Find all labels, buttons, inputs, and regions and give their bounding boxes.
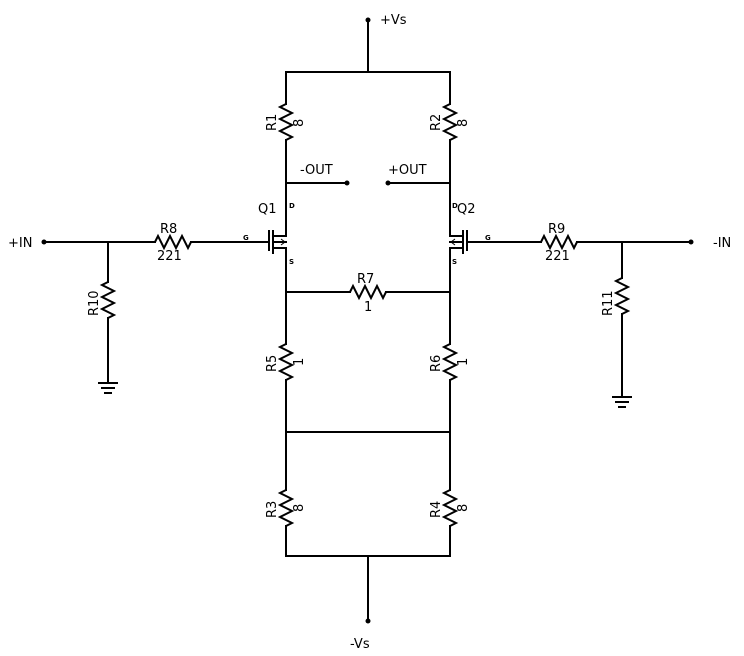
- r7-value: 1: [364, 300, 372, 315]
- out-positive-terminal[interactable]: [385, 180, 391, 186]
- r4-zigzag: [441, 489, 459, 527]
- vs-positive-label: +Vs: [380, 13, 407, 28]
- resistor-r4[interactable]: R4 8: [429, 431, 471, 557]
- r3-zigzag: [277, 489, 295, 527]
- in-negative-label: -IN: [713, 236, 731, 251]
- q1-pin-s: S: [289, 258, 294, 266]
- q1-pin-d: D: [289, 202, 295, 210]
- resistor-r8[interactable]: R8 221: [154, 222, 270, 264]
- q2-pin-s: S: [452, 258, 457, 266]
- resistor-r6[interactable]: R6 1: [429, 291, 471, 433]
- r6-zigzag: [441, 343, 459, 381]
- r9-zigzag: [540, 233, 578, 251]
- r2-name: R2: [429, 114, 444, 131]
- out-positive-label: +OUT: [388, 163, 427, 178]
- ground-left: [98, 382, 118, 394]
- q2-arrow: [450, 238, 456, 246]
- r9-value: 221: [545, 249, 570, 264]
- r8-value: 221: [157, 249, 182, 264]
- out-negative-terminal[interactable]: [344, 180, 350, 186]
- negative-supply: -Vs: [350, 555, 371, 652]
- r9-name: R9: [548, 222, 565, 237]
- r2-value: 8: [456, 119, 471, 127]
- q1-pin-g: G: [243, 234, 249, 242]
- resistor-r11[interactable]: R11: [601, 241, 631, 397]
- in-negative-terminal[interactable]: [688, 239, 694, 245]
- r6-value: 1: [456, 358, 471, 366]
- q2-name: Q2: [457, 202, 476, 217]
- r10-name: R10: [87, 290, 102, 316]
- q1-arrow: [280, 238, 286, 246]
- r3-value: 8: [292, 504, 307, 512]
- r8-name: R8: [160, 222, 177, 237]
- r1-name: R1: [265, 114, 280, 131]
- resistor-r7[interactable]: R7 1: [285, 272, 451, 315]
- r4-value: 8: [456, 504, 471, 512]
- output-negative: -OUT: [285, 163, 350, 186]
- output-positive: +OUT: [385, 163, 451, 186]
- r2-zigzag: [441, 103, 459, 141]
- r1-zigzag: [277, 103, 295, 141]
- q1-name: Q1: [258, 202, 277, 217]
- r7-name: R7: [357, 272, 374, 287]
- r5-value: 1: [292, 358, 307, 366]
- r7-zigzag: [349, 283, 387, 301]
- resistor-r3[interactable]: R3 8: [265, 431, 307, 557]
- in-positive-label: +IN: [8, 236, 32, 251]
- vs-negative-label: -Vs: [350, 637, 370, 652]
- input-positive: +IN: [8, 236, 156, 251]
- vs-negative-terminal[interactable]: [365, 618, 371, 624]
- r4-name: R4: [429, 501, 444, 518]
- input-negative: -IN: [576, 236, 731, 251]
- r5-name: R5: [265, 355, 280, 372]
- resistor-r5[interactable]: R5 1: [265, 291, 307, 433]
- ground-right: [612, 396, 632, 408]
- out-negative-label: -OUT: [300, 163, 333, 178]
- resistor-r10[interactable]: R10: [87, 241, 117, 383]
- r3-name: R3: [265, 501, 280, 518]
- r10-zigzag: [99, 281, 117, 319]
- resistor-r9[interactable]: R9 221: [466, 222, 578, 264]
- positive-supply: +Vs: [365, 13, 407, 73]
- r1-value: 8: [292, 119, 307, 127]
- transistor-q1[interactable]: Q1 D G S: [243, 202, 295, 293]
- r11-name: R11: [601, 290, 616, 316]
- r5-zigzag: [277, 343, 295, 381]
- q2-pin-d: D: [452, 202, 458, 210]
- q2-pin-g: G: [485, 234, 491, 242]
- transistor-q2[interactable]: Q2 D G S: [449, 202, 491, 293]
- r11-zigzag: [613, 277, 631, 315]
- r6-name: R6: [429, 355, 444, 372]
- r8-zigzag: [154, 233, 192, 251]
